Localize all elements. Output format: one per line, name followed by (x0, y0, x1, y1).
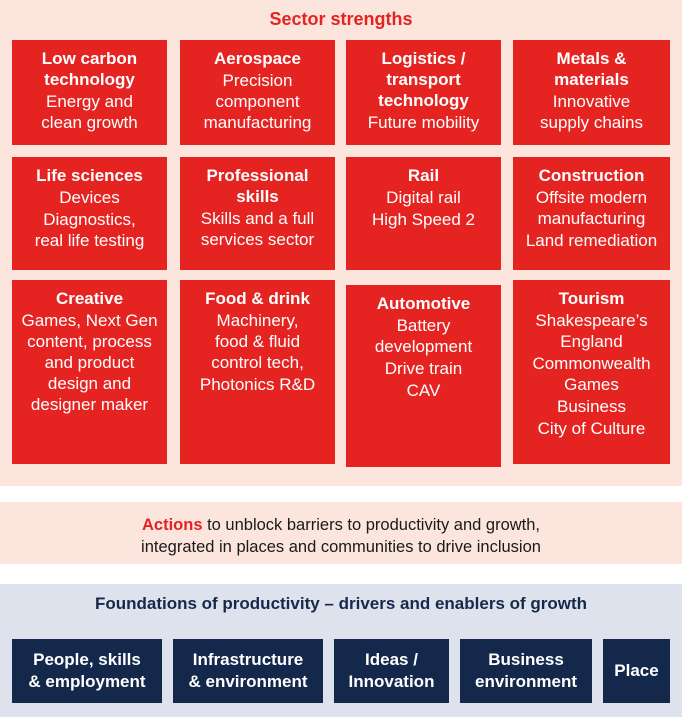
tile-text: CAV (406, 381, 441, 400)
tile-tourism: Tourism Shakespeare’s England Commonweal… (513, 280, 670, 464)
foundations-panel: Foundations of productivity – drivers an… (0, 584, 682, 717)
actions-line-2: integrated in places and communities to … (141, 538, 541, 556)
tile-title: Professional skills (206, 166, 309, 206)
tile-professional-skills: Professional skills Skills and a full se… (180, 157, 335, 270)
tile-title: Creative (55, 289, 124, 308)
tile-text: Devices (59, 188, 120, 207)
tile-metals: Metals & materials Innovative supply cha… (513, 40, 670, 145)
tile-rail: Rail Digital rail High Speed 2 (346, 157, 501, 270)
foundation-people-skills: People, skills & employment (12, 639, 162, 703)
tile-text: Energy and clean growth (41, 92, 138, 132)
foundation-ideas: Ideas / Innovation (334, 639, 449, 703)
tile-title: Tourism (558, 289, 625, 308)
tile-text: Drive train (384, 359, 463, 378)
foundation-infrastructure: Infrastructure & environment (173, 639, 323, 703)
foundation-business-environment: Business environment (460, 639, 592, 703)
tile-title: Food & drink (205, 289, 310, 308)
tile-logistics: Logistics / transport technology Future … (346, 40, 501, 145)
foundation-place: Place (603, 639, 670, 703)
sector-strengths-panel: Sector strengths Low carbon technology E… (0, 0, 682, 486)
tile-creative: Creative Games, Next Gen content, proces… (12, 280, 167, 464)
tile-title: Automotive (376, 294, 471, 313)
tile-automotive: Automotive Battery development Drive tra… (346, 285, 501, 467)
tile-aerospace: Aerospace Precision component manufactur… (180, 40, 335, 145)
foundations-title: Foundations of productivity – drivers an… (94, 594, 588, 613)
tile-title: Aerospace (214, 49, 301, 68)
tile-construction: Construction Offsite modern manufacturin… (513, 157, 670, 270)
tile-text: Precision component manufacturing (203, 71, 312, 132)
tile-text: Machinery, food & fluid control tech, (211, 311, 304, 372)
tile-text: Digital rail (386, 188, 461, 207)
tile-title: Logistics / transport technology (378, 49, 469, 110)
tile-text: High Speed 2 (371, 210, 476, 229)
tile-text: Skills and a full services sector (200, 209, 315, 249)
tile-text: Business (557, 397, 626, 416)
tile-title: Rail (407, 166, 440, 185)
tile-text: Photonics R&D (199, 375, 316, 394)
tile-text: City of Culture (537, 419, 646, 438)
tile-text: Innovative supply chains (539, 92, 643, 132)
tile-text: Games, Next Gen content, process and pro… (21, 311, 158, 414)
actions-panel: Actions to unblock barriers to productiv… (0, 502, 682, 564)
tile-life-sciences: Life sciences Devices Diagnostics, real … (12, 157, 167, 270)
tile-text: Shakespeare’s England (535, 311, 648, 351)
tile-text: Commonwealth Games (532, 354, 651, 394)
tile-low-carbon: Low carbon technology Energy and clean g… (12, 40, 167, 145)
tile-title: Life sciences (36, 166, 143, 185)
tile-text: Offsite modern manufacturing (535, 188, 648, 228)
sector-strengths-title: Sector strengths (269, 9, 413, 29)
tile-title: Metals & materials (554, 49, 629, 89)
tile-text: Battery development (374, 316, 473, 356)
actions-text: Actions to unblock barriers to productiv… (0, 514, 682, 558)
tile-food-drink: Food & drink Machinery, food & fluid con… (180, 280, 335, 464)
tile-title: Construction (538, 166, 645, 185)
actions-line-1: to unblock barriers to productivity and … (202, 516, 541, 534)
tile-text: Diagnostics, real life testing (34, 210, 145, 250)
tile-text: Land remediation (525, 231, 658, 250)
tile-text: Future mobility (367, 113, 480, 132)
actions-keyword: Actions (141, 516, 203, 534)
tile-title: Low carbon technology (41, 49, 138, 89)
